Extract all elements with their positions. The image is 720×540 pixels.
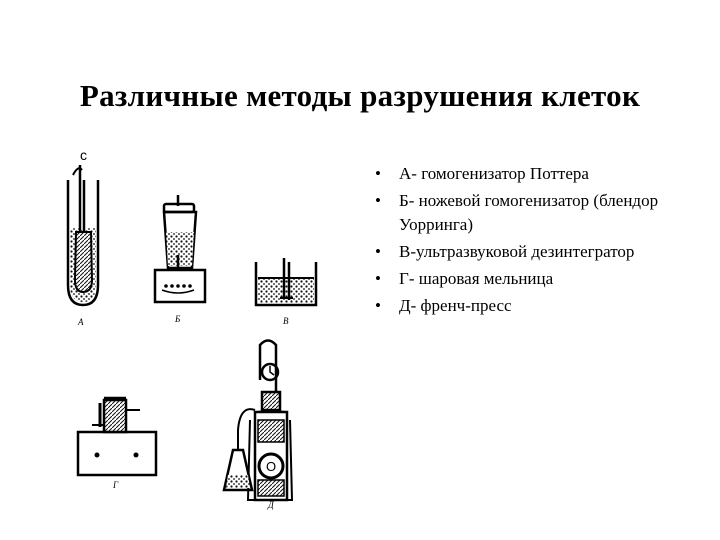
- methods-list: А- гомогенизатор Поттера Б- ножевой гомо…: [372, 162, 692, 321]
- ball-mill-drawing: [76, 396, 158, 477]
- svg-text:O: O: [266, 459, 276, 474]
- label-v: В: [283, 316, 289, 326]
- blender-drawing: [153, 195, 207, 304]
- label-d: Д: [267, 500, 275, 510]
- french-press-drawing: O: [222, 339, 294, 502]
- method-item-b: Б- ножевой гомогенизатор (блендор Уоррин…: [372, 189, 692, 237]
- svg-text:c: c: [80, 147, 87, 163]
- method-item-g: Г- шаровая мельница: [372, 267, 692, 291]
- label-b: Б: [174, 314, 181, 324]
- method-item-a: А- гомогенизатор Поттера: [372, 162, 692, 186]
- method-item-d: Д- френч-пресс: [372, 294, 692, 318]
- potter-homogenizer-drawing: c: [66, 147, 100, 307]
- label-g: Г: [112, 480, 119, 490]
- slide-title: Различные методы разрушения клеток: [79, 78, 641, 113]
- label-a: А: [77, 317, 84, 327]
- method-item-v: В-ультразвуковой дезинтегратор: [372, 240, 692, 264]
- ultrasonic-drawing: [254, 258, 318, 307]
